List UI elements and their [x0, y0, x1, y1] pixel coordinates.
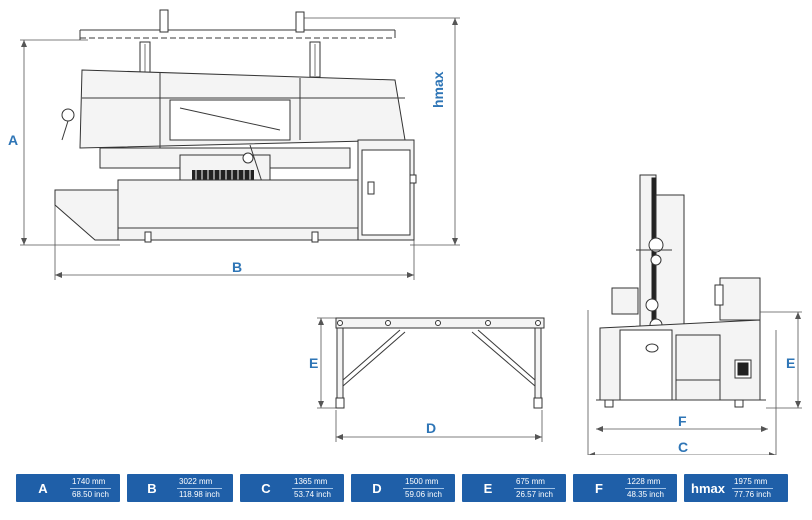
chip-letter: A: [38, 480, 48, 496]
chip-mm: 1740 mm: [70, 476, 111, 489]
chip-letter: C: [261, 480, 271, 496]
chip-letter: B: [147, 480, 157, 496]
dimension-label-c: C: [678, 439, 688, 455]
dimension-label-d: D: [426, 420, 436, 436]
chip-inch: 118.98 inch: [179, 489, 220, 499]
chip-inch: 77.76 inch: [734, 489, 771, 499]
chip-mm: 3022 mm: [177, 476, 222, 489]
chip-letter: hmax: [691, 480, 725, 496]
chip-letter: D: [372, 480, 382, 496]
dimension-label-b: B: [232, 259, 242, 275]
dimension-label-f: F: [678, 413, 687, 429]
dimension-label-a: A: [8, 132, 18, 148]
dimension-label-hmax: hmax: [430, 71, 446, 108]
chip-letter: F: [595, 480, 603, 496]
chip-letter: E: [483, 480, 493, 496]
dimension-label-e-table: E: [309, 355, 318, 371]
chip-mm: 675 mm: [514, 476, 555, 489]
table-view: E D: [309, 317, 545, 442]
chip-inch: 59.06 inch: [405, 489, 442, 499]
machine-dimension-drawing: A hmax B: [8, 9, 802, 455]
chip-inch: 53.74 inch: [294, 489, 331, 499]
chip-inch: 26.57 inch: [516, 489, 553, 499]
front-view: A hmax B: [8, 9, 460, 280]
chip-mm: 1975 mm: [732, 476, 773, 489]
side-view: E F C: [587, 174, 802, 455]
chip-mm: 1228 mm: [625, 476, 666, 489]
chip-mm: 1500 mm: [403, 476, 444, 489]
dimension-label-e-side: E: [786, 355, 795, 371]
chip-inch: 68.50 inch: [72, 489, 109, 499]
feed-roller-teeth: [192, 170, 254, 180]
chip-inch: 48.35 inch: [627, 489, 664, 499]
chip-mm: 1365 mm: [292, 476, 333, 489]
